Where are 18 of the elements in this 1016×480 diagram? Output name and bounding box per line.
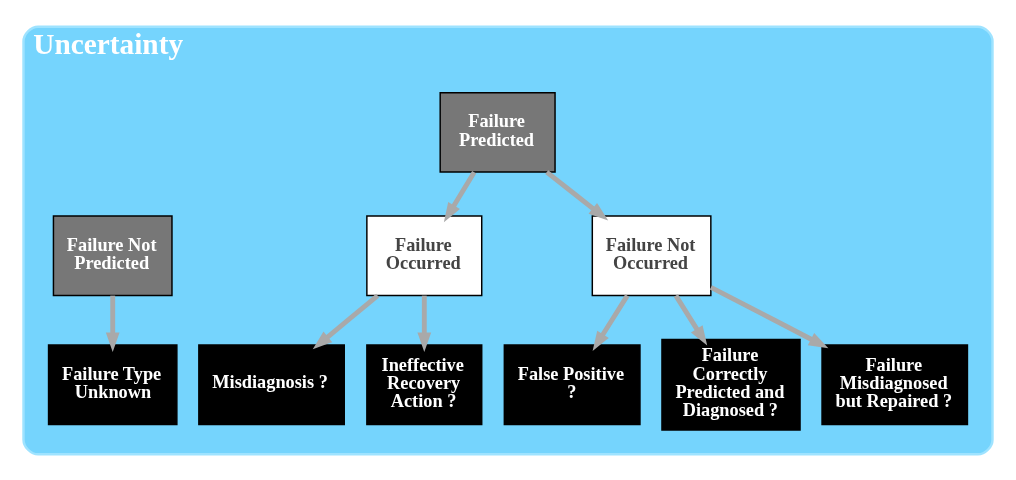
node-box: Ineffective Recovery Action ? bbox=[366, 343, 483, 425]
arrow bbox=[417, 295, 432, 352]
node-box: False Positive ? bbox=[503, 343, 641, 425]
arrow bbox=[545, 169, 609, 220]
node-box: Failure Not Occurred bbox=[591, 214, 712, 296]
arrow bbox=[312, 293, 380, 349]
node-box: Failure Misdiagnosed but Repaired ? bbox=[821, 343, 969, 425]
node-box: Misdiagnosis ? bbox=[198, 343, 345, 425]
arrow bbox=[709, 284, 829, 348]
arrow bbox=[592, 293, 630, 351]
node-box: Failure Occurred bbox=[366, 214, 483, 296]
node-box: Failure Type Unknown bbox=[47, 343, 178, 425]
node-box: Failure Predicted bbox=[439, 91, 556, 173]
node-box: Failure Not Predicted bbox=[52, 214, 173, 296]
arrow bbox=[673, 293, 708, 346]
node-box: Failure Correctly Predicted and Diagnosed ? bbox=[661, 338, 801, 431]
arrow bbox=[443, 170, 477, 222]
arrow bbox=[105, 295, 120, 352]
